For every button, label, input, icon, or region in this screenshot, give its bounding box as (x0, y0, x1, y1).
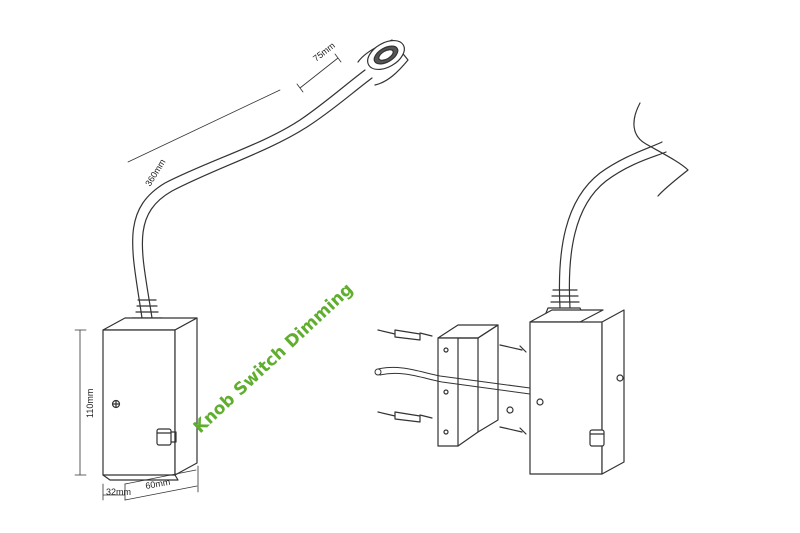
mounting-bracket (437, 324, 499, 447)
base-box (102, 317, 198, 481)
dim-box-depth: 32mm (106, 487, 131, 497)
dimension-lines (74, 53, 342, 501)
screw-top (499, 344, 527, 353)
dimmer-knob-mounted (589, 429, 605, 447)
base-box-mounted (529, 309, 625, 475)
right-mounting-view (374, 102, 689, 475)
nut-icon (506, 398, 544, 414)
screw-bottom (499, 426, 527, 435)
dimmer-knob (156, 428, 177, 446)
wall-anchor-bottom (377, 411, 433, 423)
screw-icon (111, 399, 121, 409)
dim-box-width: 60mm (145, 477, 171, 491)
dim-head-length: 75mm (311, 40, 337, 63)
power-wires (374, 366, 531, 395)
left-lamp-view (74, 39, 409, 501)
gooseneck-arm-mounted (543, 102, 689, 319)
lamp-head (357, 39, 409, 86)
side-screw-icon (616, 374, 624, 382)
knob-callout-label: Knob Switch Dimming (190, 279, 358, 437)
wall-anchor-top (377, 329, 433, 341)
dim-box-height: 110mm (85, 389, 95, 418)
